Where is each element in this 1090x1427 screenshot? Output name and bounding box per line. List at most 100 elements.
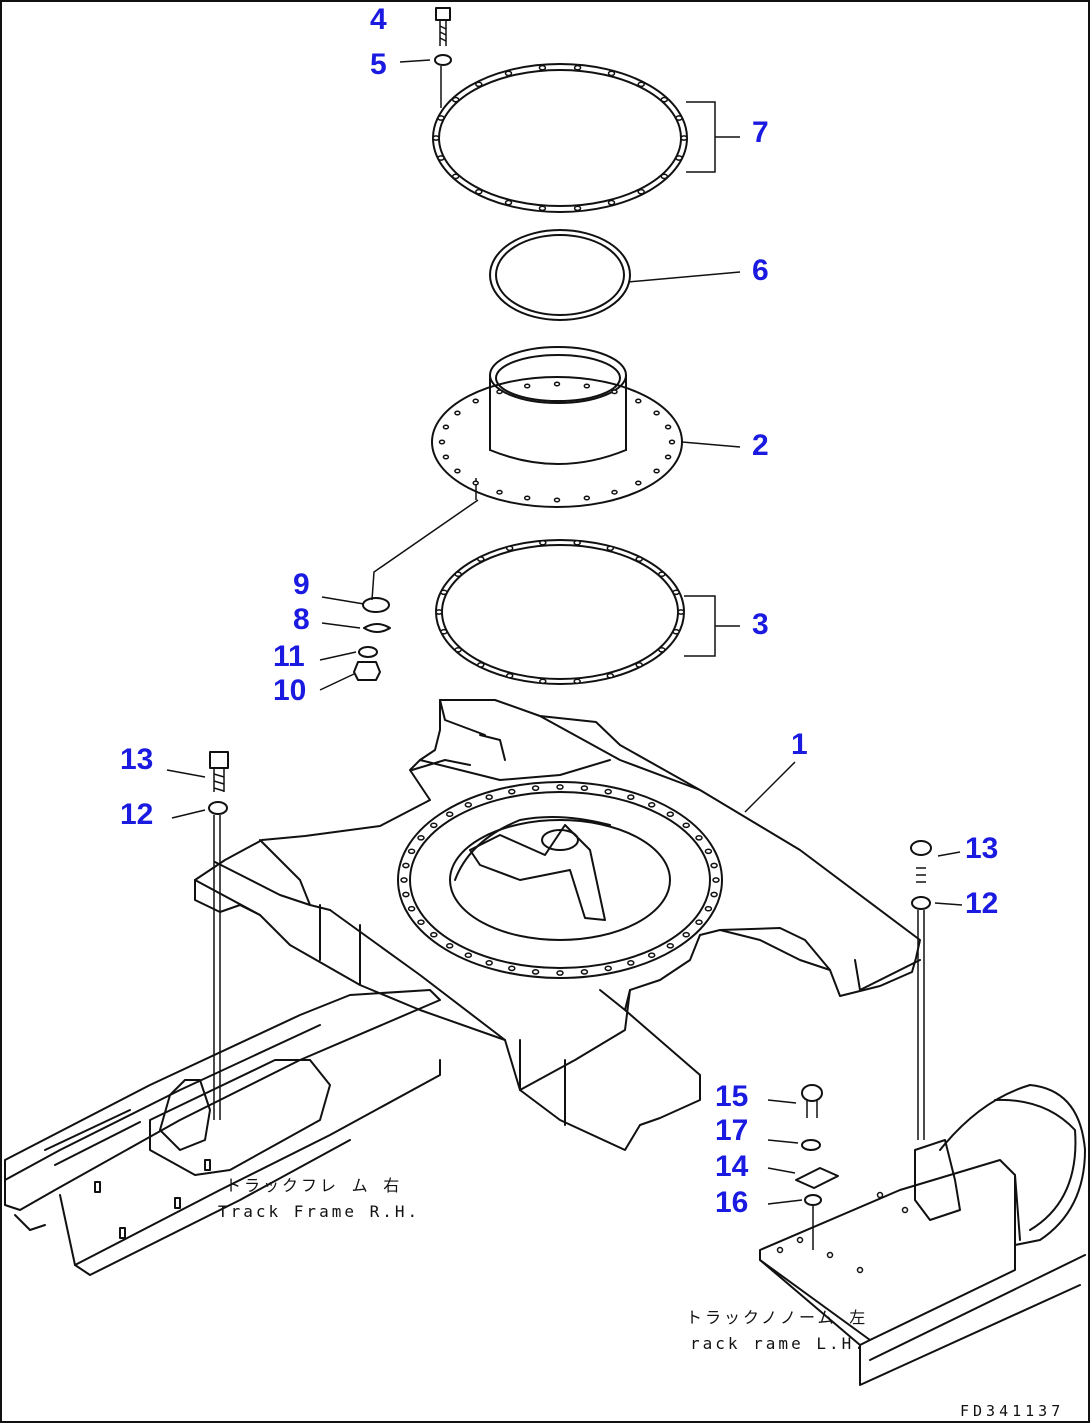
bolt-hole: [826, 1251, 834, 1259]
callout-13-right: 13: [965, 832, 999, 865]
bolt-hole: [432, 135, 440, 141]
callout-9: 9: [293, 568, 310, 601]
bolt-hole: [901, 1206, 909, 1214]
bolt-hole: [454, 646, 462, 653]
bolt-hole: [417, 834, 425, 841]
part-1-center-frame: [194, 699, 921, 1151]
bolt-hole: [438, 439, 446, 445]
bolt-hole: [454, 468, 461, 474]
bolt-hole: [437, 155, 445, 161]
bolt-hole: [672, 589, 680, 596]
bolt-hole: [504, 199, 513, 206]
bolt-hole: [464, 952, 473, 959]
bolt-hole: [472, 480, 479, 486]
part-10-nut: [353, 661, 381, 681]
part-2-holes: [438, 381, 676, 503]
note-track-frame-rh-en: Track Frame R.H.: [218, 1202, 421, 1221]
bolt-hole: [660, 96, 669, 103]
part-15-bolt: [801, 1084, 823, 1118]
bolt-hole: [637, 81, 645, 88]
callout-15: 15: [715, 1080, 749, 1113]
left-bolt-13: [209, 751, 229, 792]
bolt-hole: [508, 965, 516, 972]
part-7-holes: [432, 64, 688, 212]
bolt-hole: [539, 539, 547, 546]
bolt-hole: [475, 81, 483, 88]
bolt-hole: [451, 173, 460, 180]
bolt-hole: [505, 672, 514, 679]
bolt-hole: [538, 64, 547, 71]
bolt-hole: [607, 199, 616, 206]
bolt-hole: [666, 942, 675, 949]
bolt-hole: [445, 811, 454, 818]
bolt-hole: [477, 662, 485, 668]
bolt-hole: [856, 1266, 864, 1274]
note-track-frame-rh-jp: トラックフレ ム 右: [225, 1176, 403, 1195]
bolt-hole: [664, 424, 672, 430]
bolt-hole: [556, 970, 564, 976]
right-bolt-13: [910, 840, 932, 883]
bolt-hole: [606, 672, 615, 679]
bolt-hole: [440, 589, 448, 596]
bolt-hole: [675, 155, 683, 161]
bolt-hole: [682, 931, 690, 938]
bolt-hole: [508, 788, 516, 795]
track-frame-rh: [4, 989, 441, 1276]
bolt-hole: [635, 556, 643, 562]
bolt-hole: [523, 383, 531, 389]
bolt-hole: [580, 969, 589, 975]
bolt-hole: [583, 383, 591, 389]
bolt-hole: [680, 135, 688, 141]
bolt-hole: [464, 801, 473, 808]
bolt-hole: [451, 96, 460, 103]
callout-6: 6: [752, 254, 769, 287]
part-5-washer: [434, 54, 452, 66]
callout-12-right: 12: [965, 887, 999, 920]
part-14-plate: [795, 1167, 839, 1189]
bolt-hole: [580, 785, 589, 791]
bolt-hole: [531, 969, 540, 975]
bolt-hole: [442, 424, 450, 430]
bolt-hole: [682, 822, 690, 829]
bolt-hole: [523, 495, 531, 501]
bolt-hole: [505, 545, 514, 552]
bolt-hole: [611, 489, 618, 495]
left-washer-12: [208, 801, 228, 815]
bolt-hole: [583, 495, 591, 501]
bolt-hole: [556, 784, 564, 790]
bolt-hole: [710, 891, 718, 898]
bolt-hole: [435, 609, 443, 615]
part-6-ring: [489, 229, 631, 321]
bolt-hole: [604, 965, 612, 972]
bolt-hole: [504, 70, 513, 77]
part-4-bolt: [435, 7, 451, 46]
bolt-hole: [664, 454, 672, 460]
bolt-hole: [430, 931, 438, 938]
bolt-hole: [573, 205, 582, 212]
bolt-hole: [430, 822, 438, 829]
bolt-hole: [400, 877, 408, 883]
part-1-holes: [400, 784, 720, 976]
bolt-hole: [553, 381, 561, 387]
callout-14: 14: [715, 1150, 749, 1183]
bolt-hole: [417, 919, 425, 926]
bolt-hole: [668, 439, 676, 445]
bolt-hole: [440, 628, 448, 635]
bolt-hole: [437, 115, 445, 121]
bolt-hole: [658, 646, 666, 653]
bolt-hole: [653, 468, 660, 474]
callout-8: 8: [293, 603, 310, 636]
bolt-hole: [454, 410, 461, 416]
bolt-hole: [695, 834, 703, 841]
bolt-hole: [635, 662, 643, 668]
bolt-hole: [539, 678, 547, 685]
bolt-hole: [485, 794, 493, 800]
bolt-hole: [796, 1236, 804, 1244]
callout-2: 2: [752, 429, 769, 462]
bolt-hole: [776, 1246, 784, 1254]
bolt-hole: [477, 556, 485, 562]
callout-10: 10: [273, 674, 307, 707]
bolt-hole: [635, 398, 642, 404]
bolt-hole: [538, 205, 547, 212]
